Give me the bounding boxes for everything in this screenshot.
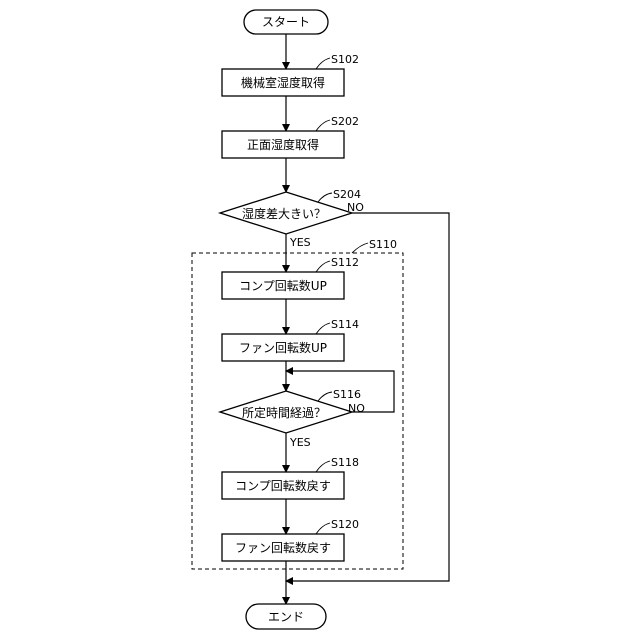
branch-label-s116-yes: YES — [289, 436, 311, 449]
step-id-s102: S102 — [331, 53, 359, 66]
arrow-s204-no-bypass — [286, 213, 449, 581]
process-label-s202: 正面湿度取得 — [247, 137, 319, 152]
process-label-s114: ファン回転数UP — [239, 340, 327, 355]
step-id-s116: S116 — [333, 388, 361, 401]
leader-s112 — [316, 261, 330, 272]
decision-label-s116: 所定時間経過？ — [242, 405, 326, 420]
process-label-s120: ファン回転数戻す — [235, 540, 331, 555]
leader-s120 — [316, 523, 330, 534]
branch-label-s204-no: NO — [347, 201, 364, 214]
process-label-s118: コンプ回転数戻す — [235, 478, 331, 493]
process-label-s102: 機械室湿度取得 — [241, 75, 325, 90]
leader-s204 — [318, 193, 332, 202]
decision-label-s204: 湿度差大きい？ — [242, 206, 326, 221]
leader-s118 — [316, 461, 330, 472]
step-id-s110: S110 — [369, 238, 397, 251]
leader-s114 — [316, 323, 330, 334]
process-label-s112: コンプ回転数UP — [239, 278, 327, 293]
leader-s102 — [316, 58, 330, 69]
step-id-s120: S120 — [331, 518, 359, 531]
leader-s110 — [352, 243, 368, 253]
step-id-s204: S204 — [333, 188, 361, 201]
step-id-s114: S114 — [331, 318, 359, 331]
step-id-s118: S118 — [331, 456, 359, 469]
branch-label-s204-yes: YES — [289, 236, 311, 249]
step-id-s112: S112 — [331, 256, 359, 269]
start-label: スタート — [262, 15, 310, 29]
branch-label-s116-no: NO — [348, 402, 365, 415]
leader-s116 — [318, 392, 332, 401]
step-id-s202: S202 — [331, 115, 359, 128]
leader-s202 — [316, 120, 330, 131]
end-label: エンド — [268, 610, 304, 624]
